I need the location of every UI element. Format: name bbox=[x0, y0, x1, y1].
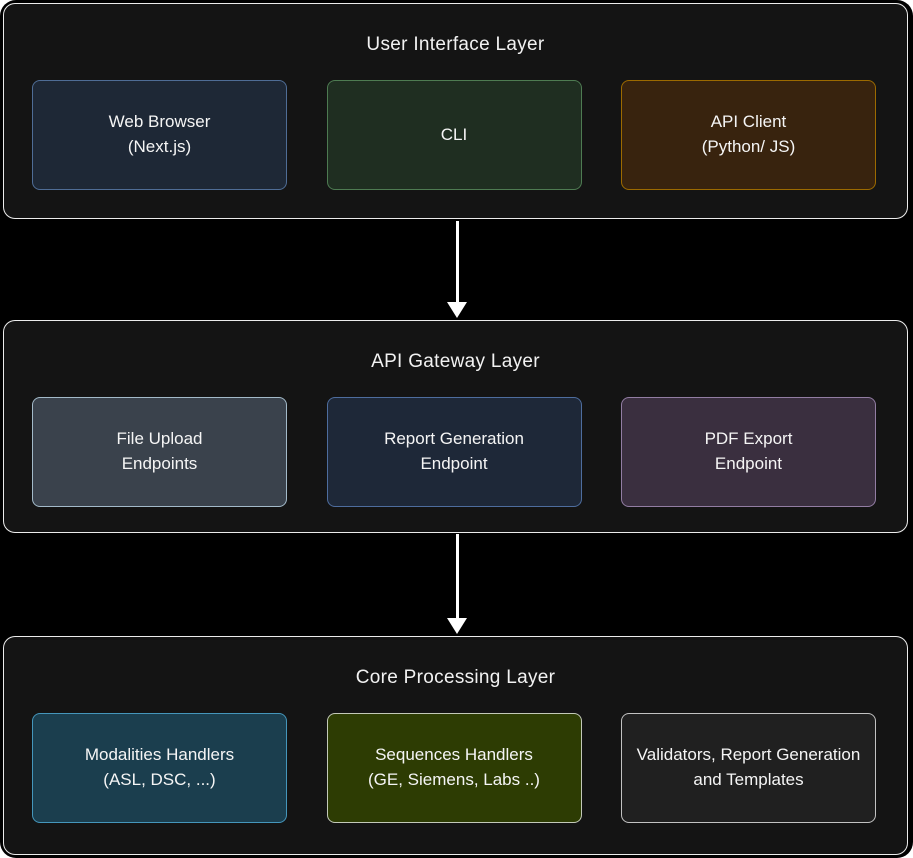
arrow-shaft bbox=[455, 534, 459, 621]
arrow-head-icon bbox=[447, 302, 467, 318]
layer-1-box-row: Web Browser (Next.js) CLI API Client (Py… bbox=[4, 80, 907, 190]
flow-arrow-ui-to-gateway bbox=[447, 221, 467, 318]
layer-container-api-gateway: API Gateway Layer File Upload Endpoints … bbox=[3, 320, 908, 533]
node-cli: CLI bbox=[326, 80, 582, 190]
arrow-shaft bbox=[455, 221, 459, 305]
node-pdf-export-endpoint: PDF Export Endpoint bbox=[621, 397, 876, 507]
layer-2-box-row: File Upload Endpoints Report Generation … bbox=[4, 397, 907, 507]
arrow-head-icon bbox=[447, 618, 467, 634]
flow-arrow-gateway-to-core bbox=[447, 534, 467, 634]
node-web-browser: Web Browser (Next.js) bbox=[32, 80, 287, 190]
node-sequences-handlers: Sequences Handlers (GE, Siemens, Labs ..… bbox=[326, 713, 582, 823]
layer-container-core-processing: Core Processing Layer Modalities Handler… bbox=[3, 636, 908, 855]
node-validators-report-templates: Validators, Report Generation and Templa… bbox=[621, 713, 876, 823]
layer-container-user-interface: User Interface Layer Web Browser (Next.j… bbox=[3, 3, 908, 219]
node-modalities-handlers: Modalities Handlers (ASL, DSC, ...) bbox=[32, 713, 287, 823]
layer-title-api-gateway: API Gateway Layer bbox=[371, 351, 540, 372]
node-file-upload-endpoints: File Upload Endpoints bbox=[32, 397, 287, 507]
layer-title-user-interface: User Interface Layer bbox=[366, 34, 545, 55]
node-api-client: API Client (Python/ JS) bbox=[621, 80, 876, 190]
layer-3-box-row: Modalities Handlers (ASL, DSC, ...) Sequ… bbox=[4, 713, 907, 823]
node-report-generation-endpoint: Report Generation Endpoint bbox=[326, 397, 582, 507]
layer-title-core-processing: Core Processing Layer bbox=[355, 667, 556, 688]
